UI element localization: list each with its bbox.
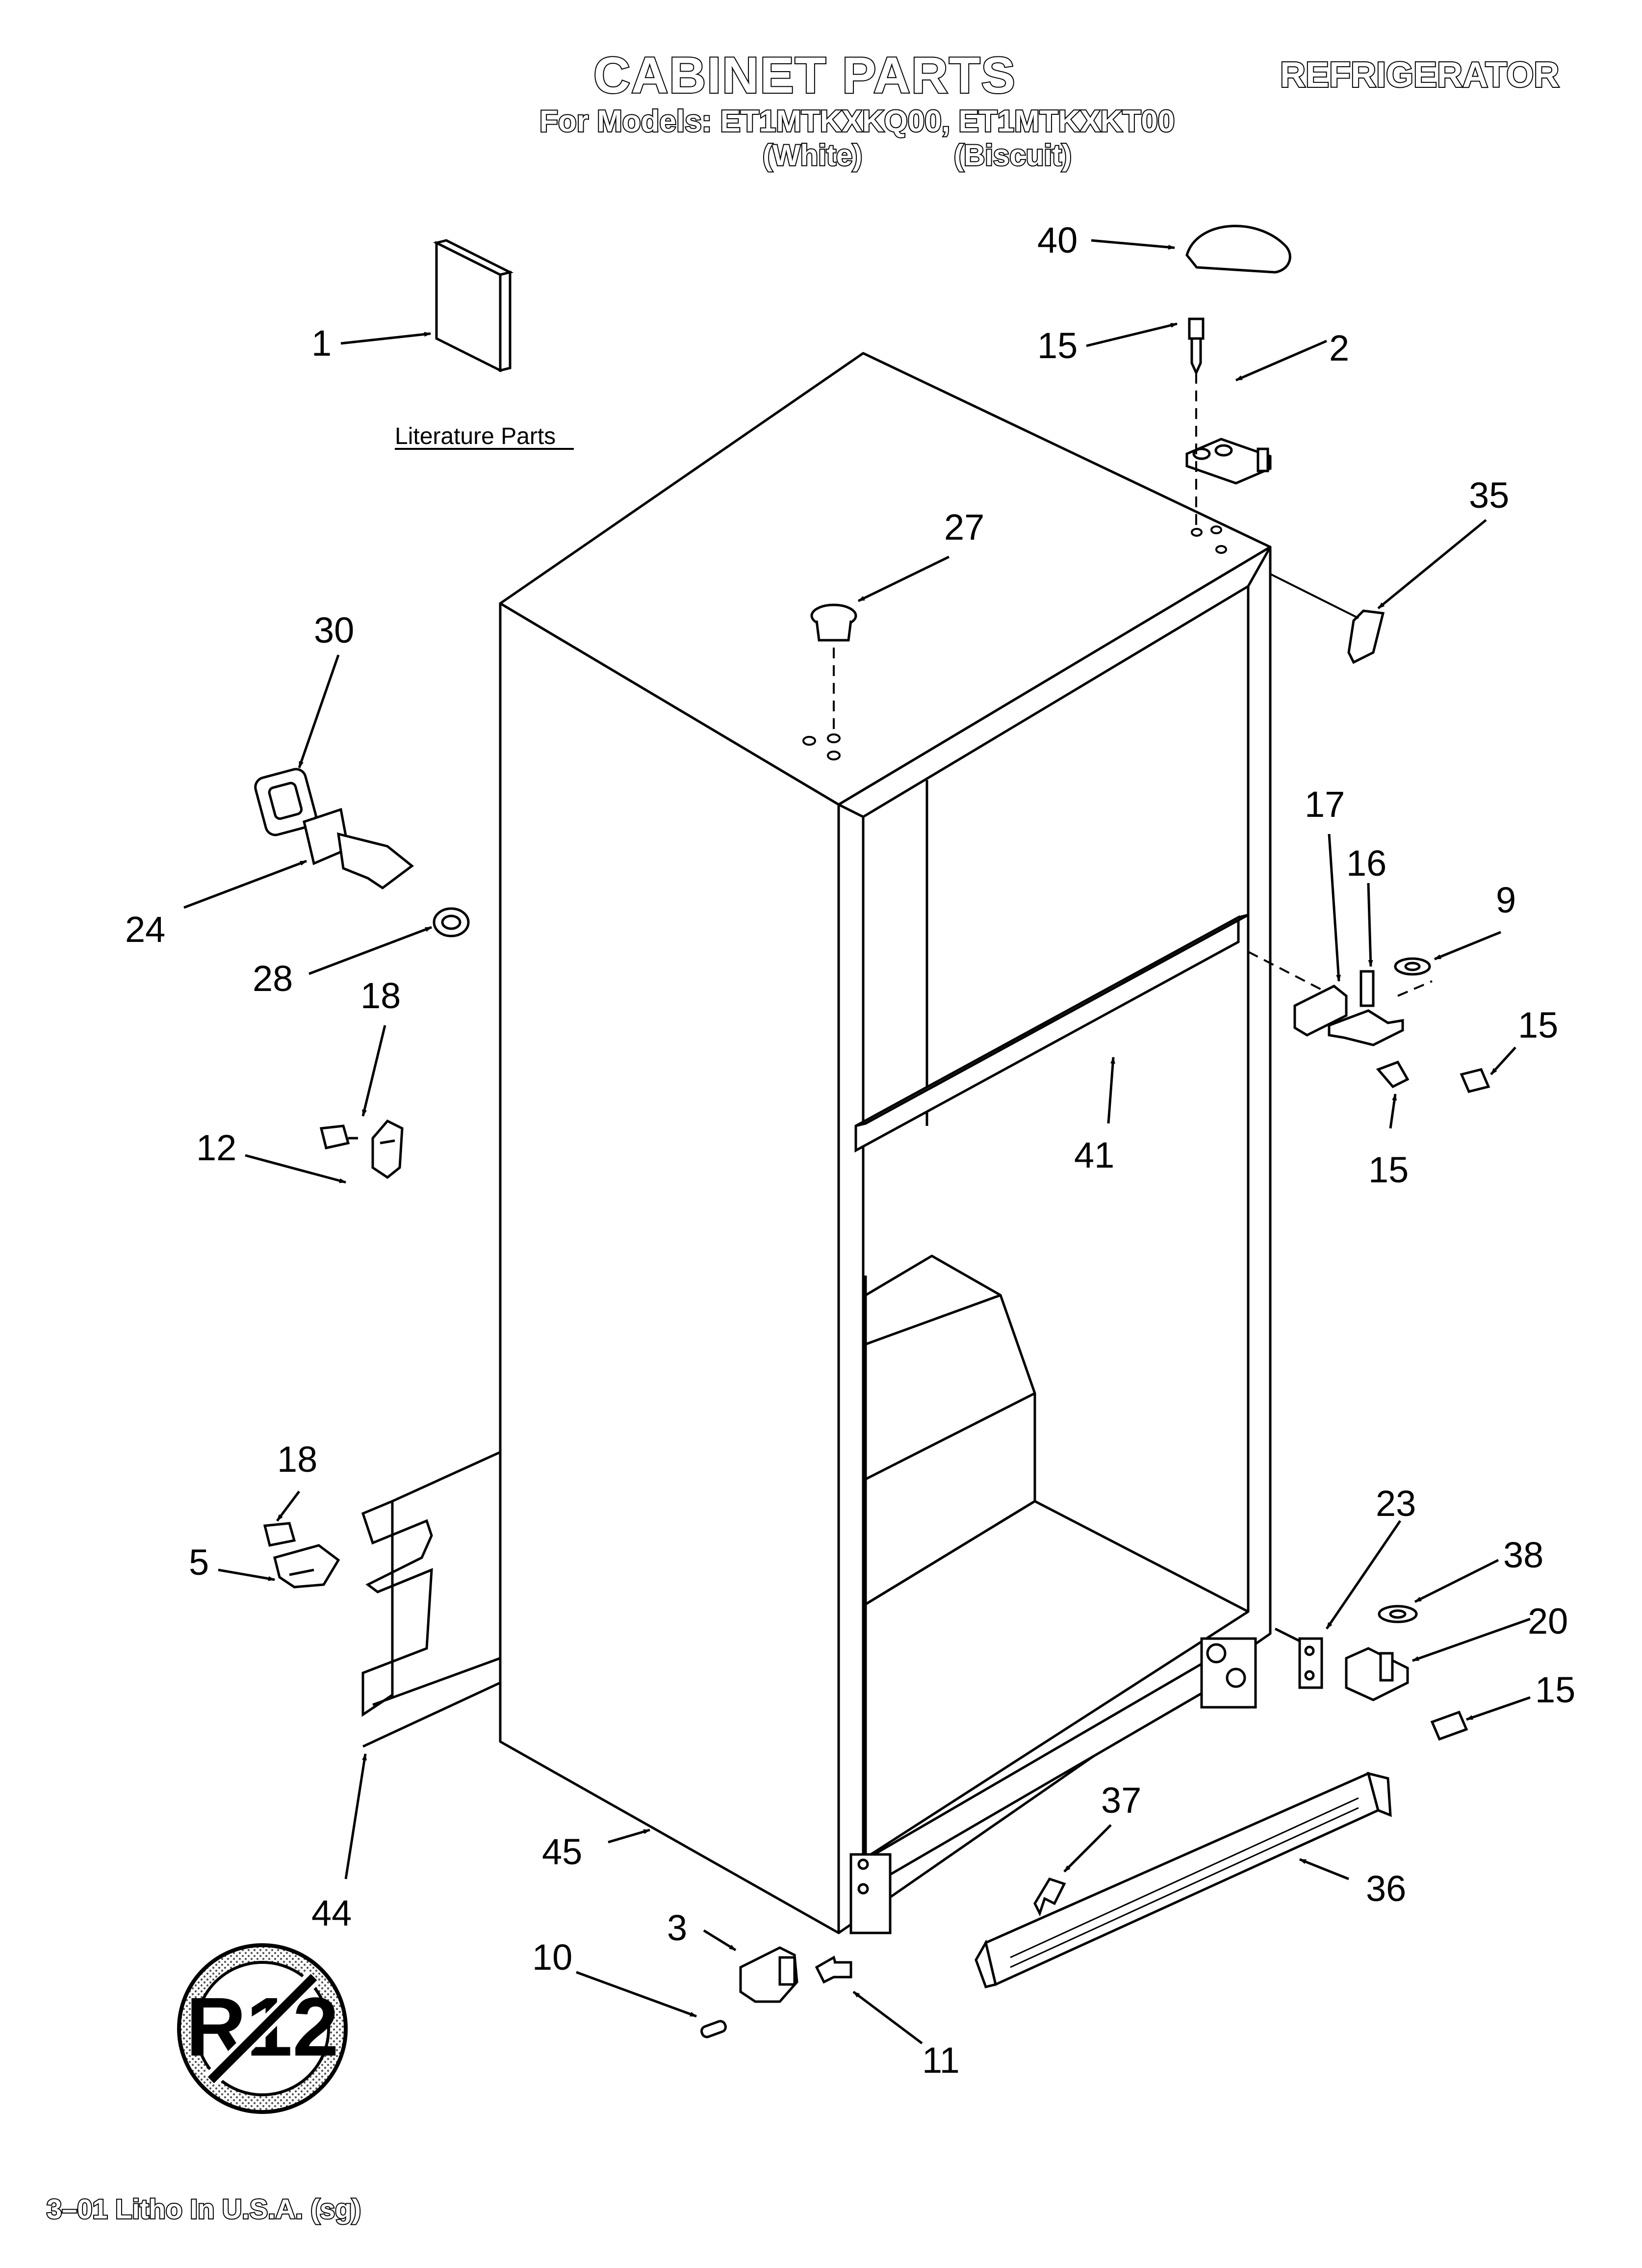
inner-liner-floor [865, 1500, 1249, 1613]
cabinet-body [499, 352, 1272, 1934]
appliance-type: REFRIGERATOR [1279, 54, 1560, 96]
part-label-28: 28 [253, 958, 293, 999]
part-label-16: 16 [1346, 843, 1386, 884]
part-label-11: 11 [922, 2040, 960, 2081]
models-line: For Models: ET1MTKXKQ00, ET1MTKXKT00 [539, 104, 1176, 139]
divider-rail [854, 913, 1249, 1153]
part-label-24: 24 [125, 909, 165, 950]
part-label-41: 41 [1074, 1135, 1114, 1175]
plug-button [810, 603, 857, 733]
part-label-27: 27 [944, 507, 984, 547]
part-label-15-r3: 15 [1535, 1669, 1575, 1710]
part-label-35: 35 [1469, 475, 1509, 516]
part-label-40: 40 [1037, 220, 1078, 261]
part-label-18-bottom: 18 [277, 1439, 317, 1480]
part-label-37: 37 [1101, 1780, 1141, 1821]
literature-parts-label: Literature Parts [395, 423, 556, 449]
water-valve-assembly [254, 768, 470, 938]
no-r12-badge: R12 [177, 1943, 348, 2114]
frame-corner [838, 803, 864, 818]
lower-left-bracket [263, 1451, 501, 1748]
hinge-clip [1270, 573, 1385, 664]
part-label-9: 9 [1496, 880, 1516, 920]
part-label-15-r2: 15 [1368, 1149, 1409, 1190]
page-title: CABINET PARTS [592, 46, 1016, 105]
bottom-hinge-assembly [1274, 1605, 1468, 1741]
hinge-cover [1185, 225, 1291, 274]
model-color-white: (White) [762, 138, 863, 173]
part-label-17: 17 [1305, 784, 1345, 825]
top-hinge [1185, 317, 1272, 525]
part-label-20: 20 [1528, 1601, 1568, 1642]
part-label-2: 2 [1329, 328, 1349, 368]
inner-liner-floor-left [865, 1294, 1001, 1346]
footer-litho: 3–01 Litho In U.S.A. (sg) [46, 2192, 362, 2225]
literature-booklet [433, 239, 514, 373]
inner-liner-shelf-edge [865, 1392, 1036, 1481]
part-labels: 1 40 15 2 27 35 30 24 28 18 12 17 16 9 1… [125, 220, 1575, 2081]
part-label-10: 10 [532, 1937, 572, 1978]
part-label-18-top: 18 [360, 975, 401, 1016]
part-label-15-top: 15 [1037, 325, 1078, 366]
part-label-1: 1 [311, 323, 332, 364]
frame-top-corner [1247, 546, 1272, 587]
toe-grille [975, 1772, 1392, 1988]
part-label-15-r1: 15 [1518, 1005, 1558, 1045]
leveling-assembly [700, 1946, 852, 2038]
part-label-23: 23 [1376, 1483, 1416, 1524]
leader-arrows [183, 239, 1531, 2044]
center-hinge-assembly [1248, 951, 1490, 1093]
part-label-3: 3 [667, 1907, 687, 1948]
cabinet-side [499, 602, 840, 1934]
cabinet-top-holes [802, 525, 1227, 760]
part-label-5: 5 [189, 1542, 209, 1583]
model-color-biscuit: (Biscuit) [953, 138, 1073, 173]
part-label-12: 12 [196, 1127, 236, 1168]
part-label-38: 38 [1503, 1535, 1543, 1575]
part-label-36: 36 [1366, 1868, 1406, 1909]
upper-left-bracket [319, 1119, 404, 1179]
part-label-45: 45 [542, 1831, 582, 1872]
part-label-30: 30 [314, 610, 354, 651]
bottom-rail [849, 1637, 1257, 1934]
part-label-44: 44 [311, 1893, 352, 1933]
